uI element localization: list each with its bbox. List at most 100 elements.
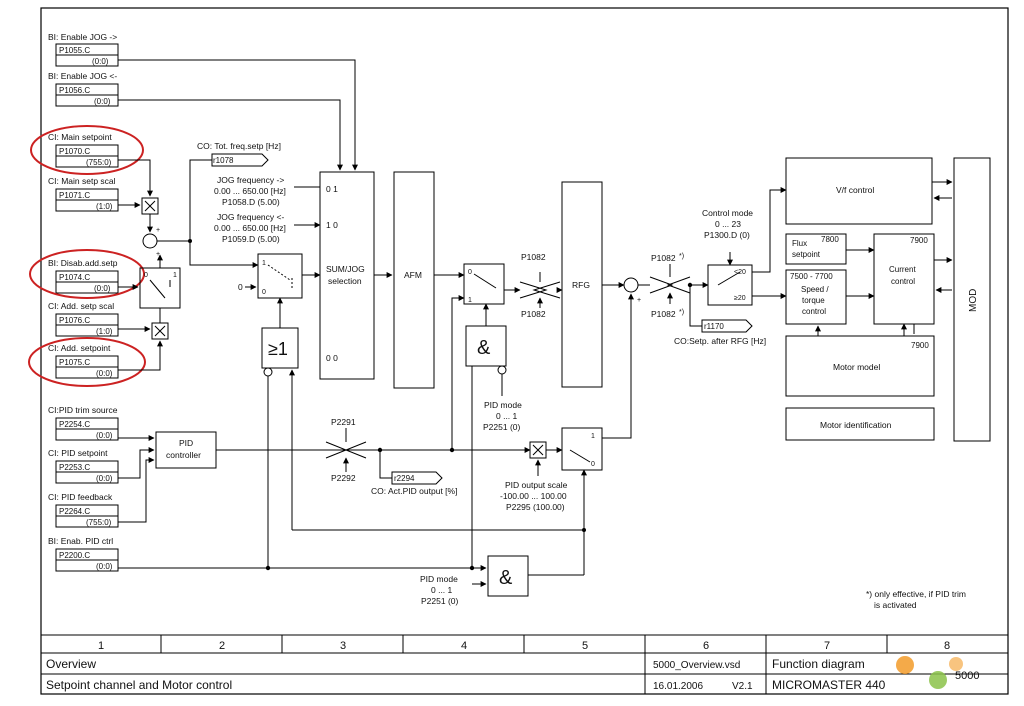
page-frame <box>40 7 1009 695</box>
svg-text:P1082: P1082 <box>651 253 676 263</box>
svg-text:0: 0 <box>144 272 148 279</box>
mod-block <box>953 157 991 442</box>
svg-text:BI: Disab.add.setp: BI: Disab.add.setp <box>48 258 118 268</box>
svg-text:SUM/JOG: SUM/JOG <box>326 264 365 274</box>
svg-text:Current: Current <box>889 265 916 274</box>
svg-text:CI: Add. setpoint: CI: Add. setpoint <box>48 343 111 353</box>
svg-text:7500 - 7700: 7500 - 7700 <box>790 272 833 281</box>
svg-text:PID: PID <box>179 438 193 448</box>
svg-text:0 ... 23: 0 ... 23 <box>715 219 741 229</box>
svg-text:≥20: ≥20 <box>734 295 746 302</box>
svg-text:CI:PID trim source: CI:PID trim source <box>48 405 118 415</box>
svg-text:+: + <box>156 227 160 234</box>
svg-text:1: 1 <box>468 297 472 304</box>
svg-text:0: 0 <box>262 289 266 296</box>
svg-text:≥1: ≥1 <box>268 339 288 359</box>
svg-text:PID output scale: PID output scale <box>505 480 568 490</box>
svg-text:*) only effective, if PID trim: *) only effective, if PID trim <box>866 589 966 599</box>
flux-block <box>785 233 847 265</box>
svg-text:P1070.C: P1070.C <box>59 147 90 156</box>
footer-grid <box>41 634 1008 694</box>
footer-date: 16.01.2006 <box>653 681 703 692</box>
svg-text:PID mode: PID mode <box>420 574 458 584</box>
input-main-setp-scal: CI: Main setp scal P1071.C (1:0) <box>48 176 119 212</box>
svg-text:PID mode: PID mode <box>484 400 522 410</box>
afm-block <box>393 171 435 389</box>
svg-text:CO: Act.PID output [%]: CO: Act.PID output [%] <box>371 486 457 496</box>
input-jog-right: BI: Enable JOG -> P1055.C (0:0) <box>48 32 119 67</box>
svg-text:(0:0): (0:0) <box>94 284 111 293</box>
connector-r1078 <box>211 153 269 167</box>
svg-text:0 0: 0 0 <box>326 353 338 363</box>
svg-text:(0:0): (0:0) <box>96 474 113 483</box>
input-add-setp-scal: CI: Add. setp scal P1076.C (1:0) <box>48 301 119 337</box>
input-pid-trim-source: CI:PID trim source P2254.C (0:0) <box>48 405 119 441</box>
svg-text:control: control <box>802 307 826 316</box>
svg-text:0: 0 <box>238 282 243 292</box>
svg-text:0 ... 1: 0 ... 1 <box>496 411 518 421</box>
svg-text:&: & <box>477 337 491 359</box>
col-3: 3 <box>340 640 346 652</box>
footer-page: 5000 <box>955 670 979 682</box>
svg-text:(755:0): (755:0) <box>86 518 112 527</box>
svg-text:control: control <box>891 277 915 286</box>
svg-text:P2264.C: P2264.C <box>59 507 90 516</box>
col-7: 7 <box>824 640 830 652</box>
svg-text:P2251 (0): P2251 (0) <box>421 596 458 606</box>
sum-main <box>142 233 158 249</box>
svg-text:7900: 7900 <box>910 236 928 245</box>
svg-text:r2294: r2294 <box>394 474 415 483</box>
svg-text:AFM: AFM <box>404 270 422 280</box>
svg-text:P1058.D (5.00): P1058.D (5.00) <box>222 197 280 207</box>
svg-text:+: + <box>156 251 160 258</box>
svg-text:r1170: r1170 <box>704 322 724 331</box>
svg-text:P2292: P2292 <box>331 473 356 483</box>
svg-text:BI: Enable JOG ->: BI: Enable JOG -> <box>48 32 117 42</box>
junction-dots <box>188 239 693 571</box>
pid-switch-2 <box>561 427 603 471</box>
svg-text:-100.00 ... 100.00: -100.00 ... 100.00 <box>500 491 567 501</box>
svg-text:CI: Main setpoint: CI: Main setpoint <box>48 132 112 142</box>
svg-text:(0:0): (0:0) <box>94 97 111 106</box>
motor-ident-block <box>785 407 935 441</box>
svg-text:Control mode: Control mode <box>702 208 753 218</box>
svg-text:MOD: MOD <box>968 289 979 312</box>
svg-text:Flux: Flux <box>792 239 807 248</box>
svg-text:P2291: P2291 <box>331 417 356 427</box>
svg-text:JOG frequency ->: JOG frequency -> <box>217 175 284 185</box>
svg-text:P2295 (100.00): P2295 (100.00) <box>506 502 565 512</box>
svg-text:(0:0): (0:0) <box>96 369 113 378</box>
col-6: 6 <box>703 640 709 652</box>
svg-text:controller: controller <box>166 450 201 460</box>
svg-text:P1082: P1082 <box>651 309 676 319</box>
svg-text:V/f control: V/f control <box>836 185 874 195</box>
sum-trim <box>623 277 639 293</box>
svg-text:P1056.C: P1056.C <box>59 86 90 95</box>
svg-text:RFG: RFG <box>572 280 590 290</box>
vf-control-block <box>785 157 933 225</box>
footer-title-2: Setpoint channel and Motor control <box>46 678 232 692</box>
svg-text:P1075.C: P1075.C <box>59 358 90 367</box>
input-pid-setpoint: CI: PID setpoint P2253.C (0:0) <box>48 448 119 484</box>
svg-text:is activated: is activated <box>874 600 917 610</box>
svg-text:(0:0): (0:0) <box>96 431 113 440</box>
col-4: 4 <box>461 640 467 652</box>
svg-text:P2253.C: P2253.C <box>59 463 90 472</box>
svg-text:(0:0): (0:0) <box>96 562 113 571</box>
motor-model-block <box>785 335 935 397</box>
svg-text:P1300.D (0): P1300.D (0) <box>704 230 750 240</box>
svg-text:BI: Enable JOG <-: BI: Enable JOG <- <box>48 71 117 81</box>
svg-text:(1:0): (1:0) <box>96 202 113 211</box>
svg-text:0.00 ... 650.00 [Hz]: 0.00 ... 650.00 [Hz] <box>214 223 286 233</box>
svg-text:P1055.C: P1055.C <box>59 46 90 55</box>
svg-text:CI: PID feedback: CI: PID feedback <box>48 492 113 502</box>
svg-text:setpoint: setpoint <box>792 250 821 259</box>
svg-text:selection: selection <box>328 276 362 286</box>
input-jog-left: BI: Enable JOG <- P1056.C (0:0) <box>48 71 119 107</box>
svg-text:0 ... 1: 0 ... 1 <box>431 585 453 595</box>
svg-text:CO: Tot. freq.setp [Hz]: CO: Tot. freq.setp [Hz] <box>197 141 281 151</box>
svg-text:&: & <box>499 567 513 589</box>
svg-text:*): *) <box>679 253 684 260</box>
svg-text:P1082: P1082 <box>521 309 546 319</box>
svg-text:P1082: P1082 <box>521 252 546 262</box>
